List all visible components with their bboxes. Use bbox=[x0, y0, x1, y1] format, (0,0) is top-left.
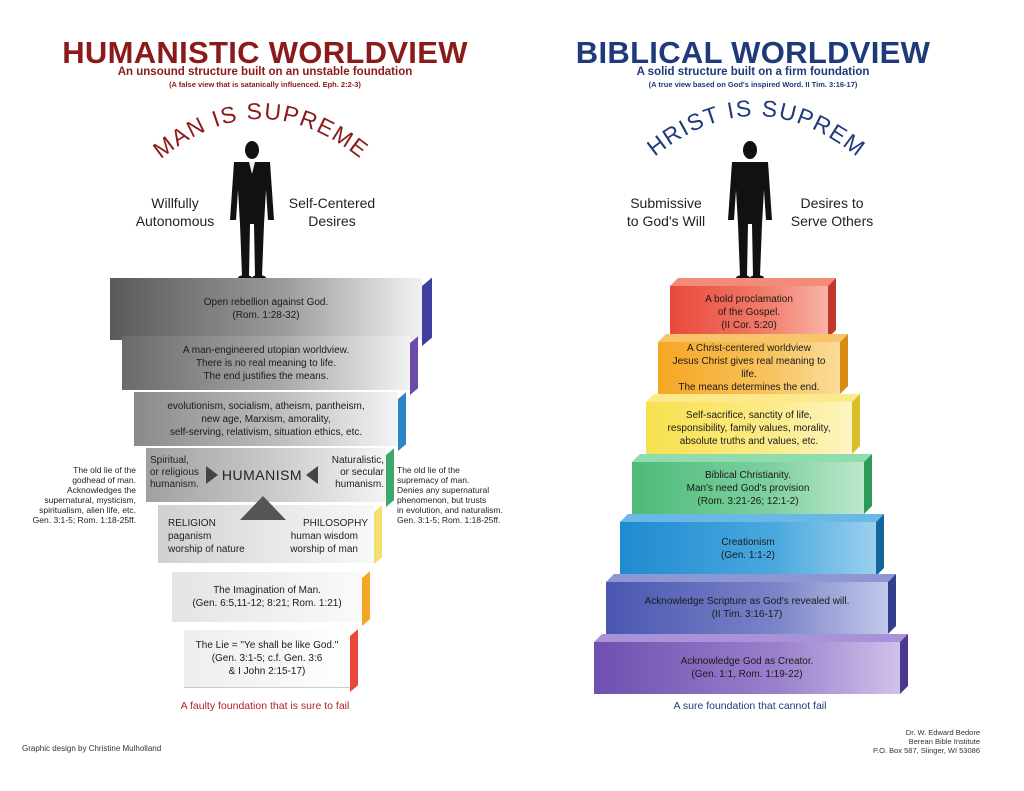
humanistic-foundation-label: A faulty foundation that is sure to fail bbox=[180, 700, 350, 712]
humanistic-trait-right: Self-Centered Desires bbox=[288, 195, 376, 229]
biblical-block-creationism-label: Creationism (Gen. 1:1-2) bbox=[620, 522, 876, 576]
philosophy-item-2: worship of man bbox=[290, 544, 358, 555]
biblical-note: (A true view based on God's inspired Wor… bbox=[648, 80, 858, 89]
christ-silhouette-icon bbox=[728, 141, 772, 281]
humanism-left-label: Spiritual, or religious humanism. bbox=[150, 455, 199, 490]
biblical-block-christ-centered-label: A Christ-centered worldview Jesus Christ… bbox=[658, 342, 840, 394]
author-institute: Berean Bible Institute bbox=[908, 737, 980, 746]
humanistic-side-right: The old lie of the supremacy of man. Den… bbox=[397, 465, 503, 525]
biblical-block-scripture-label: Acknowledge Scripture as God's revealed … bbox=[606, 582, 888, 634]
humanistic-block-lie-label: The Lie = "Ye shall be like God." (Gen. … bbox=[184, 630, 350, 688]
humanistic-note: (A false view that is satanically influe… bbox=[169, 80, 361, 89]
biblical-title: BIBLICAL WORLDVIEW bbox=[575, 35, 931, 70]
humanism-center-label: HUMANISM bbox=[221, 467, 303, 483]
humanistic-arc-heading: MAN IS SUPREME bbox=[148, 98, 372, 163]
biblical-block-christianity-label: Biblical Christianity. Man's need God's … bbox=[632, 462, 864, 514]
humanistic-block-rebellion-label: Open rebellion against God. (Rom. 1:28-3… bbox=[110, 278, 422, 340]
biblical-block-gospel-label: A bold proclamation of the Gospel. (II C… bbox=[670, 286, 828, 338]
biblical-trait-right: Desires to Serve Others bbox=[790, 195, 874, 229]
design-credit: Graphic design by Christine Mulholland bbox=[22, 744, 162, 753]
humanistic-trait-left: Willfully Autonomous bbox=[135, 195, 215, 229]
biblical-trait-left: Submissive to God's Will bbox=[626, 195, 706, 229]
humanistic-side-left: The old lie of the godhead of man. Ackno… bbox=[32, 465, 136, 525]
humanistic-block-utopian-label: A man-engineered utopian worldview. Ther… bbox=[122, 336, 410, 390]
biblical-block-creator-label: Acknowledge God as Creator. (Gen. 1:1, R… bbox=[594, 642, 900, 694]
author-name: Dr. W. Edward Bedore bbox=[905, 728, 980, 737]
religion-item-2: worship of nature bbox=[168, 544, 245, 555]
philosophy-item-1: human wisdom bbox=[290, 531, 358, 542]
triangle-arrow-icon bbox=[240, 496, 286, 520]
philosophy-title: PHILOSOPHY bbox=[302, 518, 368, 529]
biblical-foundation-label: A sure foundation that cannot fail bbox=[673, 700, 827, 712]
humanism-right-label: Naturalistic, or secular humanism. bbox=[331, 455, 384, 490]
biblical-subtitle: A solid structure built on a firm founda… bbox=[636, 66, 870, 78]
humanistic-block-isms-label: evolutionism, socialism, atheism, panthe… bbox=[134, 392, 398, 446]
humanistic-subtitle: An unsound structure built on an unstabl… bbox=[117, 66, 413, 78]
triangle-arrow-icon bbox=[206, 466, 218, 484]
religion-title: RELIGION bbox=[168, 518, 216, 529]
author-address: P.O. Box 587, Slinger, WI 53086 bbox=[872, 746, 980, 755]
triangle-arrow-icon bbox=[306, 466, 318, 484]
humanistic-title: HUMANISTIC WORLDVIEW bbox=[62, 35, 468, 70]
religion-item-1: paganism bbox=[168, 531, 212, 542]
humanistic-block-imagination-label: The Imagination of Man. (Gen. 6:5,11-12;… bbox=[172, 572, 362, 622]
biblical-block-self-sacrifice-label: Self-sacrifice, sanctity of life, respon… bbox=[646, 402, 852, 454]
